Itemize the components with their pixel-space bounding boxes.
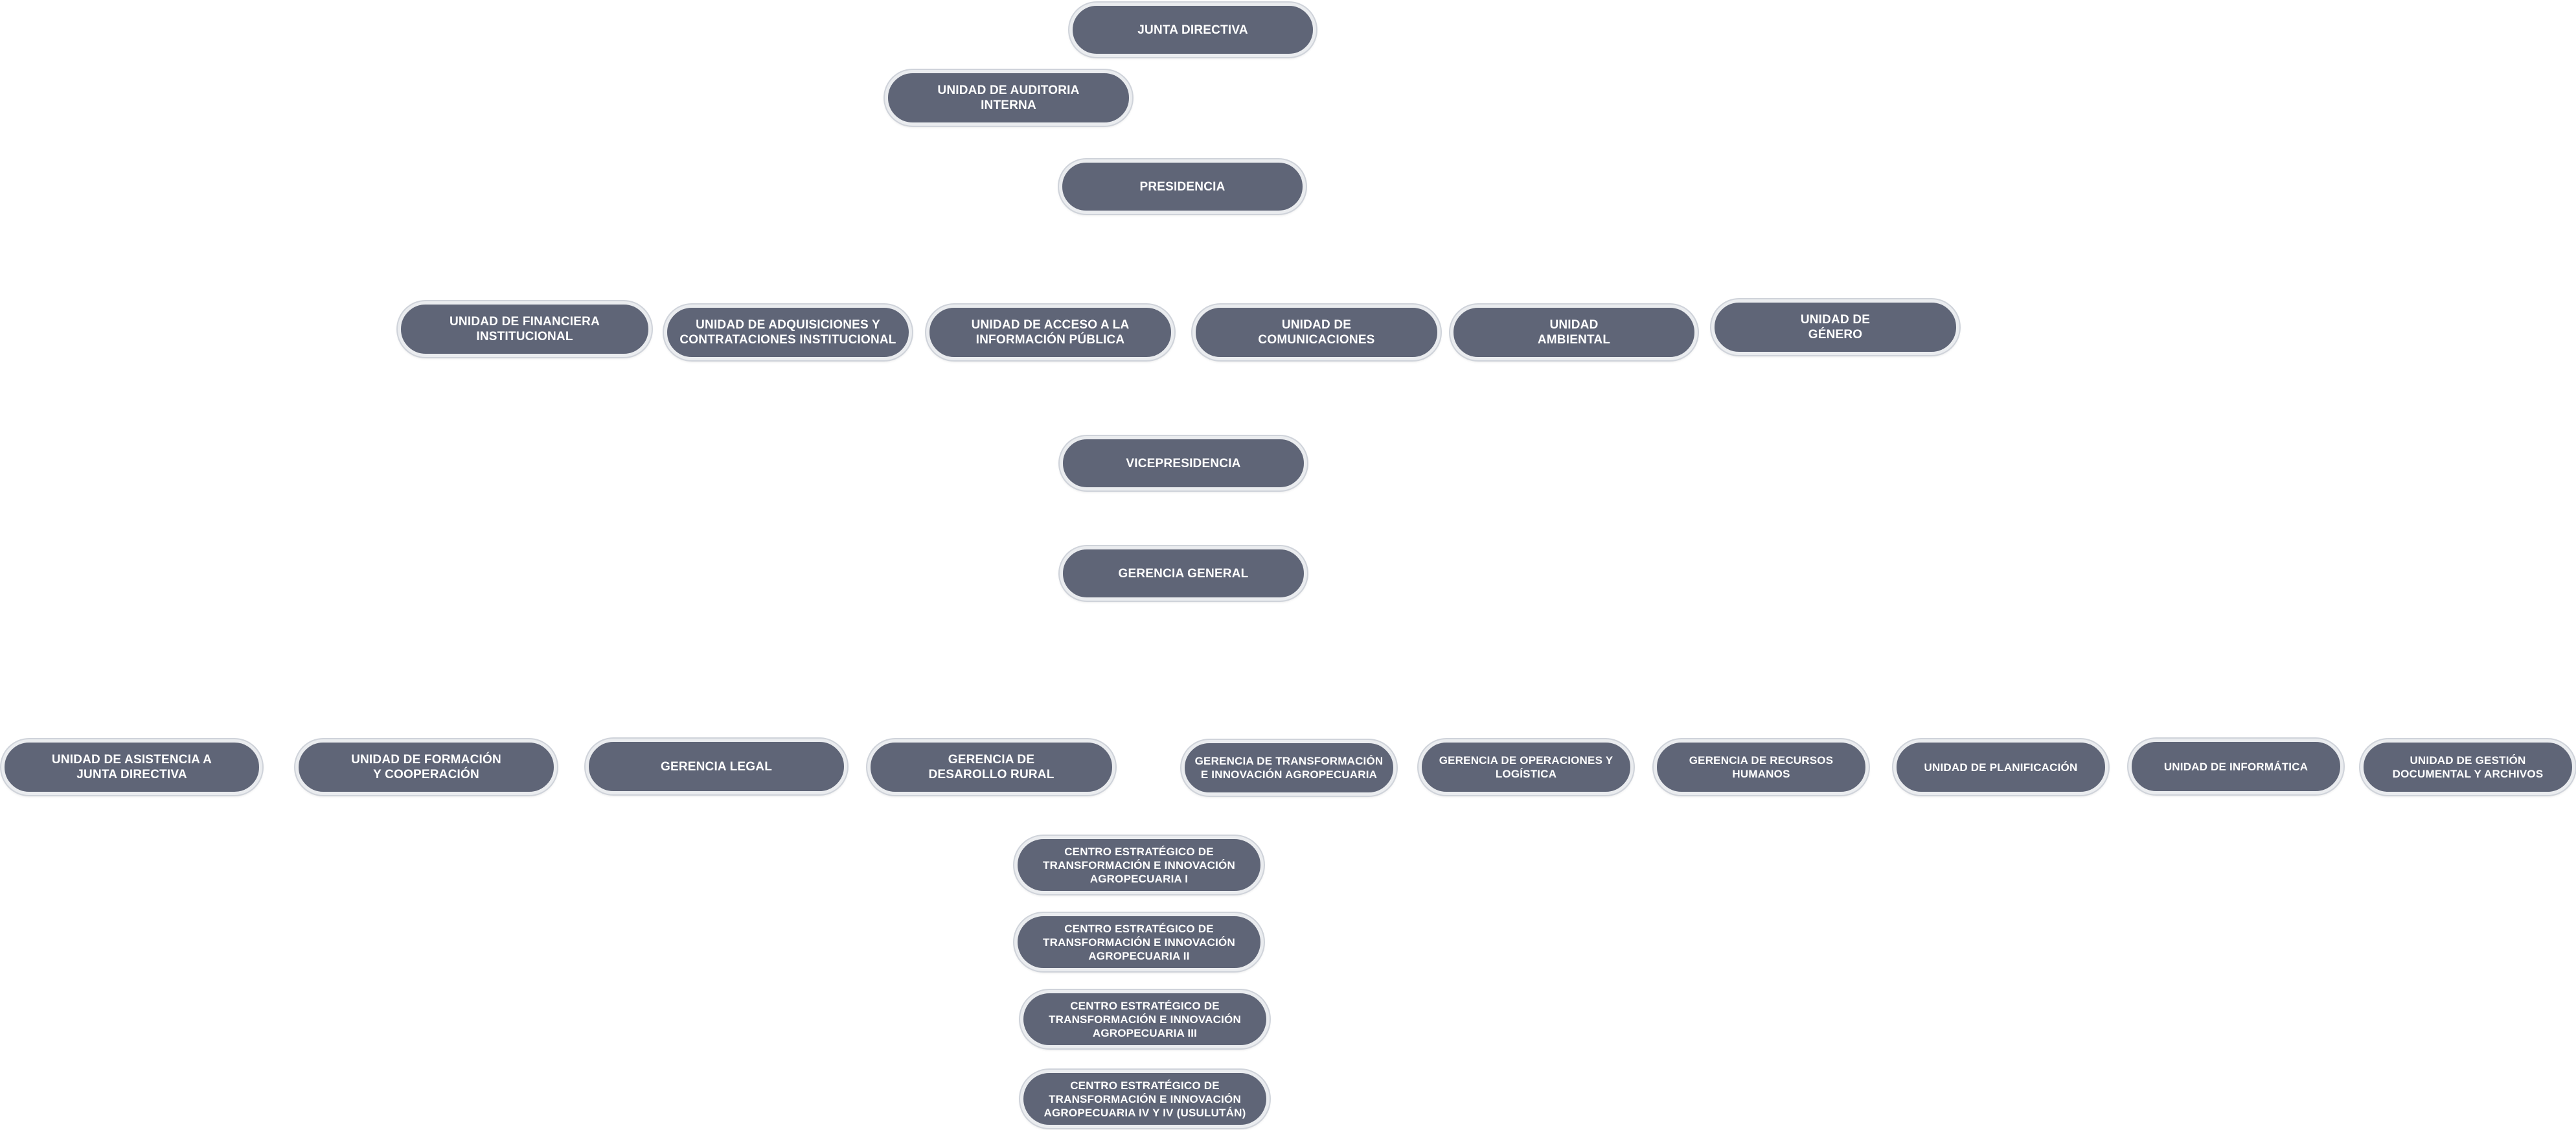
node-unidad-ambiental[interactable]: UNIDAD AMBIENTAL xyxy=(1450,305,1698,360)
node-label: UNIDAD DE GÉNERO xyxy=(1800,313,1871,341)
node-gerencia-transformacion-innovacion[interactable]: GERENCIA DE TRANSFORMACIÓN E INNOVACIÓN … xyxy=(1181,740,1396,796)
node-label: UNIDAD DE ASISTENCIA A JUNTA DIRECTIVA xyxy=(51,753,212,781)
node-unidad-formacion-cooperacion[interactable]: UNIDAD DE FORMACIÓN Y COOPERACIÓN xyxy=(295,739,557,795)
node-unidad-informatica[interactable]: UNIDAD DE INFORMÁTICA xyxy=(2128,739,2343,794)
node-gerencia-desarrollo-rural[interactable]: GERENCIA DE DESAROLLO RURAL xyxy=(867,739,1115,795)
node-vicepresidencia[interactable]: VICEPRESIDENCIA xyxy=(1060,436,1307,490)
node-gerencia-recursos-humanos[interactable]: GERENCIA DE RECURSOS HUMANOS xyxy=(1654,739,1869,795)
node-unidad-genero[interactable]: UNIDAD DE GÉNERO xyxy=(1711,299,1959,355)
node-label: VICEPRESIDENCIA xyxy=(1126,456,1241,470)
node-label: UNIDAD DE INFORMÁTICA xyxy=(2163,760,2308,773)
node-unidad-adquisiciones[interactable]: UNIDAD DE ADQUISICIONES Y CONTRATACIONES… xyxy=(664,305,912,360)
node-unidad-financiera-institucional[interactable]: UNIDAD DE FINANCIERA INSTITUCIONAL xyxy=(398,301,652,357)
node-centro-estrategico-iii[interactable]: CENTRO ESTRATÉGICO DE TRANSFORMACIÓN E I… xyxy=(1020,990,1270,1048)
node-gerencia-legal[interactable]: GERENCIA LEGAL xyxy=(586,739,847,794)
node-label: UNIDAD DE COMUNICACIONES xyxy=(1258,318,1375,347)
node-centro-estrategico-i[interactable]: CENTRO ESTRATÉGICO DE TRANSFORMACIÓN E I… xyxy=(1014,836,1264,894)
node-label: GERENCIA DE DESAROLLO RURAL xyxy=(928,753,1054,781)
node-unidad-gestion-documental[interactable]: UNIDAD DE GESTIÓN DOCUMENTAL Y ARCHIVOS xyxy=(2360,739,2575,795)
node-junta-directiva[interactable]: JUNTA DIRECTIVA xyxy=(1069,3,1316,57)
node-gerencia-general[interactable]: GERENCIA GENERAL xyxy=(1060,546,1307,601)
node-label: CENTRO ESTRATÉGICO DE TRANSFORMACIÓN E I… xyxy=(1043,1079,1246,1119)
node-label: UNIDAD DE FINANCIERA INSTITUCIONAL xyxy=(450,315,600,343)
node-label: GERENCIA DE TRANSFORMACIÓN E INNOVACIÓN … xyxy=(1194,755,1384,781)
node-label: GERENCIA LEGAL xyxy=(660,759,773,774)
node-unidad-asistencia-junta[interactable]: UNIDAD DE ASISTENCIA A JUNTA DIRECTIVA xyxy=(1,739,262,795)
node-label: UNIDAD AMBIENTAL xyxy=(1537,318,1611,347)
node-gerencia-operaciones-logistica[interactable]: GERENCIA DE OPERACIONES Y LOGÍSTICA xyxy=(1419,739,1634,795)
node-label: GERENCIA DE RECURSOS HUMANOS xyxy=(1689,754,1834,780)
node-centro-estrategico-iv[interactable]: CENTRO ESTRATÉGICO DE TRANSFORMACIÓN E I… xyxy=(1020,1070,1270,1128)
node-label: CENTRO ESTRATÉGICO DE TRANSFORMACIÓN E I… xyxy=(1049,999,1241,1039)
node-label: UNIDAD DE FORMACIÓN Y COOPERACIÓN xyxy=(351,753,501,781)
node-label: GERENCIA DE OPERACIONES Y LOGÍSTICA xyxy=(1439,754,1613,780)
node-label: UNIDAD DE ACCESO A LA INFORMACIÓN PÚBLIC… xyxy=(971,318,1130,347)
node-label: GERENCIA GENERAL xyxy=(1118,566,1249,581)
node-label: UNIDAD DE PLANIFICACIÓN xyxy=(1924,761,2078,774)
node-label: UNIDAD DE GESTIÓN DOCUMENTAL Y ARCHIVOS xyxy=(2392,754,2544,780)
node-unidad-planificacion[interactable]: UNIDAD DE PLANIFICACIÓN xyxy=(1893,739,2108,795)
node-label: CENTRO ESTRATÉGICO DE TRANSFORMACIÓN E I… xyxy=(1043,922,1235,962)
node-label: CENTRO ESTRATÉGICO DE TRANSFORMACIÓN E I… xyxy=(1043,845,1235,885)
node-presidencia[interactable]: PRESIDENCIA xyxy=(1059,159,1306,214)
node-label: UNIDAD DE ADQUISICIONES Y CONTRATACIONES… xyxy=(679,318,896,347)
node-label: JUNTA DIRECTIVA xyxy=(1137,23,1248,37)
node-label: PRESIDENCIA xyxy=(1139,179,1225,194)
node-label: UNIDAD DE AUDITORIA INTERNA xyxy=(937,84,1080,112)
node-unidad-comunicaciones[interactable]: UNIDAD DE COMUNICACIONES xyxy=(1192,305,1441,360)
node-unidad-auditoria-interna[interactable]: UNIDAD DE AUDITORIA INTERNA xyxy=(885,70,1132,126)
node-centro-estrategico-ii[interactable]: CENTRO ESTRATÉGICO DE TRANSFORMACIÓN E I… xyxy=(1014,913,1264,971)
node-unidad-acceso-informacion[interactable]: UNIDAD DE ACCESO A LA INFORMACIÓN PÚBLIC… xyxy=(926,305,1174,360)
